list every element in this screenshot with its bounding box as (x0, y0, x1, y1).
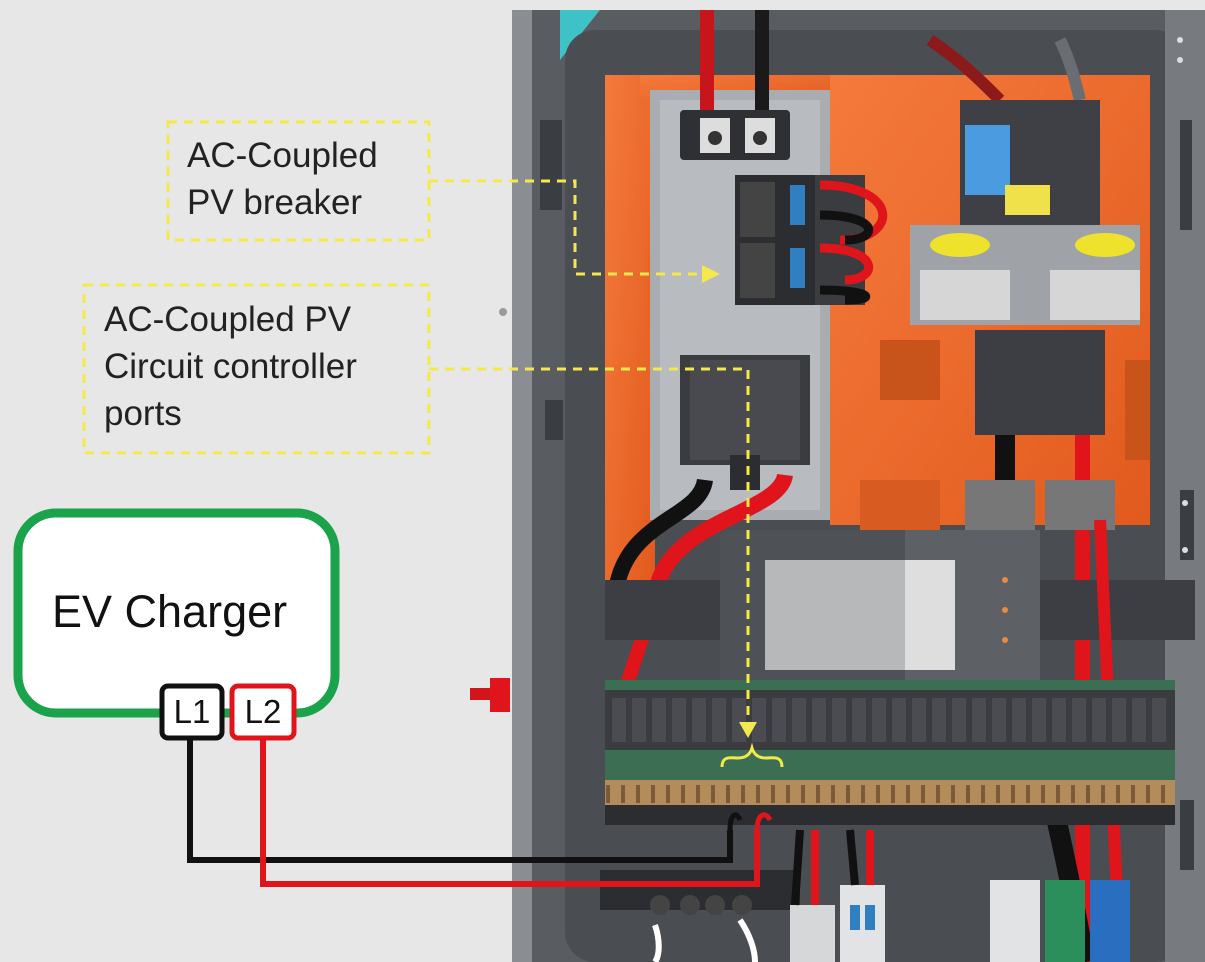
terminal-pin (966, 785, 970, 803)
terminal-l1-label: L1 (162, 691, 222, 733)
terminal-pin (831, 785, 835, 803)
relay-module (712, 698, 726, 742)
terminal-pin (816, 785, 820, 803)
terminal-pin (906, 785, 910, 803)
terminal-pin (921, 785, 925, 803)
relay-module (792, 698, 806, 742)
pv-breaker (735, 175, 883, 305)
terminal-pin (1041, 785, 1045, 803)
relay-module (872, 698, 886, 742)
terminal-pin (1086, 785, 1090, 803)
terminal-l2-label: L2 (232, 691, 294, 733)
relay-module (692, 698, 706, 742)
terminal-pin (951, 785, 955, 803)
terminal-pin (876, 785, 880, 803)
ev-charger-label: EV Charger (52, 586, 287, 638)
terminal-pin (651, 785, 655, 803)
terminal-pin (1101, 785, 1105, 803)
callout-breaker-line-1: AC-Coupled (187, 132, 378, 179)
relay-module (1092, 698, 1106, 742)
callout-controller-line-3: ports (104, 390, 357, 437)
relay-module (1032, 698, 1046, 742)
relay-module (672, 698, 686, 742)
callout-controller-line-2: Circuit controller (104, 343, 357, 390)
terminal-pin (1161, 785, 1165, 803)
relay-module (732, 698, 746, 742)
terminal-pin (681, 785, 685, 803)
terminal-pin (936, 785, 940, 803)
terminal-pin (861, 785, 865, 803)
relay-module (832, 698, 846, 742)
terminal-pin (1011, 785, 1015, 803)
circuit-board (605, 680, 1175, 825)
terminal-pin (771, 785, 775, 803)
relay-module (1152, 698, 1166, 742)
relay-module (772, 698, 786, 742)
relay-module (812, 698, 826, 742)
relay-module (932, 698, 946, 742)
relay-module (1132, 698, 1146, 742)
relay-module (892, 698, 906, 742)
relay-module (752, 698, 766, 742)
terminal-pin (801, 785, 805, 803)
terminal-pin (696, 785, 700, 803)
terminal-pin (891, 785, 895, 803)
terminal-pin (606, 785, 610, 803)
relay-module (912, 698, 926, 742)
terminal-pin (1056, 785, 1060, 803)
relay-module (652, 698, 666, 742)
terminal-pin (846, 785, 850, 803)
terminal-pin (621, 785, 625, 803)
relay-module (852, 698, 866, 742)
relay-module (992, 698, 1006, 742)
terminal-pin (786, 785, 790, 803)
relay-module (1072, 698, 1086, 742)
relay-module (1052, 698, 1066, 742)
terminal-pin (981, 785, 985, 803)
terminal-pin (1026, 785, 1030, 803)
terminal-pin (666, 785, 670, 803)
terminal-pin (756, 785, 760, 803)
callout-breaker-label: AC-Coupled PV breaker (187, 132, 378, 226)
callout-controller-line-1: AC-Coupled PV (104, 296, 357, 343)
relay-module (1112, 698, 1126, 742)
callout-controller-label: AC-Coupled PV Circuit controller ports (104, 296, 357, 437)
terminal-pin (1116, 785, 1120, 803)
terminal-pin (726, 785, 730, 803)
terminal-pin (1146, 785, 1150, 803)
terminal-pin (996, 785, 1000, 803)
terminal-pin (1071, 785, 1075, 803)
relay-module (612, 698, 626, 742)
relay-module (972, 698, 986, 742)
terminal-pin (1131, 785, 1135, 803)
relay-module (1012, 698, 1026, 742)
terminal-pin (636, 785, 640, 803)
terminal-pin (711, 785, 715, 803)
relay-module (632, 698, 646, 742)
callout-breaker-line-2: PV breaker (187, 179, 378, 226)
relay-module (952, 698, 966, 742)
terminal-pin (741, 785, 745, 803)
